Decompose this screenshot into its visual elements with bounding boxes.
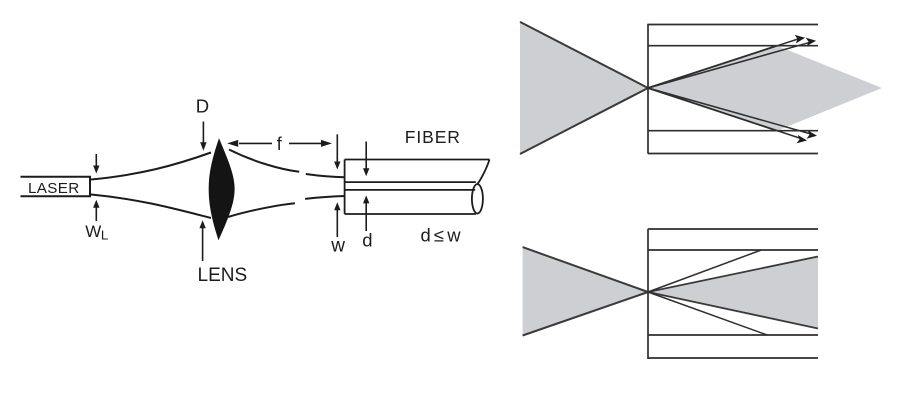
svg-text:LASER: LASER	[28, 180, 80, 197]
svg-text:L: L	[101, 228, 108, 243]
svg-text:FIBER: FIBER	[405, 127, 461, 147]
svg-text:w: w	[330, 236, 345, 257]
svg-text:f: f	[277, 134, 283, 154]
svg-text:d≤w: d≤w	[421, 225, 464, 246]
svg-text:W: W	[85, 222, 101, 241]
svg-text:d: d	[362, 230, 372, 251]
svg-text:D: D	[196, 95, 209, 116]
svg-text:LENS: LENS	[198, 265, 248, 286]
